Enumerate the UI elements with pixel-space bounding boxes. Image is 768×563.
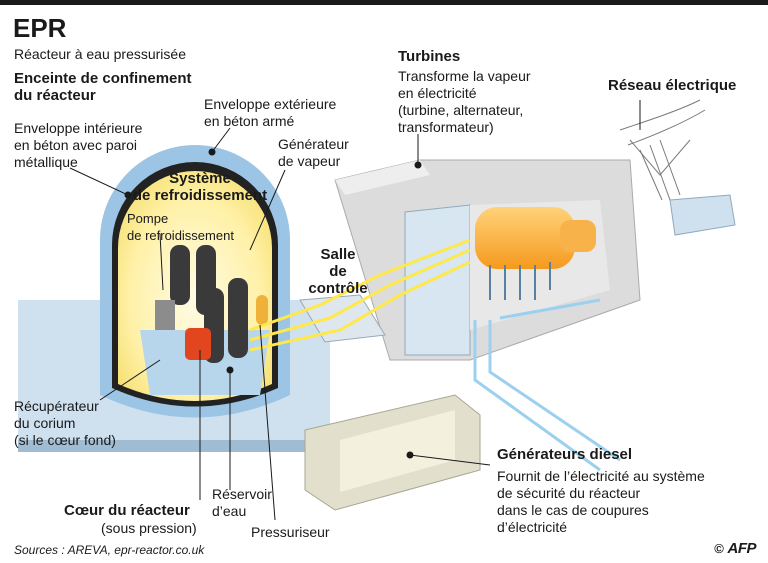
- diesel-desc-line: d’électricité: [497, 519, 568, 535]
- inner-shell-line: métallique: [14, 154, 78, 170]
- turbines-desc-line: Transforme la vapeur: [398, 68, 531, 84]
- water-pipes: [473, 298, 621, 472]
- cooling-pump-line: de refroidissement: [127, 228, 234, 243]
- afp-logo: AFP: [727, 540, 757, 557]
- turbine-icon: [475, 207, 596, 300]
- inner-shell-label: Enveloppe intérieure en béton avec paroi…: [14, 120, 142, 171]
- diesel-generator-box: [304, 394, 481, 511]
- control-room-line: de: [329, 263, 347, 280]
- grid-label: Réseau électrique: [608, 77, 737, 94]
- cooling-system-label: Système de refroidissement: [130, 170, 270, 204]
- corium-line: du corium: [14, 415, 76, 431]
- turbines-desc: Transforme la vapeur en électricité (tur…: [398, 68, 531, 136]
- control-room-label: Salle de contrôle: [300, 246, 376, 297]
- steam-generator-line: Générateur: [278, 136, 349, 152]
- diesel-desc-line: Fournit de l’électricité au système: [497, 468, 705, 484]
- turbines-desc-line: transformateur): [398, 119, 494, 135]
- steam-pipes: [249, 238, 471, 352]
- core-note: (sous pression): [101, 520, 197, 536]
- water-tank-line: d’eau: [212, 503, 247, 519]
- turbines-desc-line: (turbine, alternateur,: [398, 102, 524, 118]
- turbines-desc-line: en électricité: [398, 85, 477, 101]
- reactor-internals: [140, 245, 270, 395]
- corium-label: Récupérateur du corium (si le cœur fond): [14, 398, 116, 449]
- diesel-desc-line: de sécurité du réacteur: [497, 485, 641, 501]
- pressurizer-label: Pressuriseur: [251, 524, 330, 540]
- steam-generator-label: Générateur de vapeur: [278, 136, 349, 170]
- outer-shell-line: Enveloppe extérieure: [204, 96, 337, 112]
- containment-heading: Enceinte de confinement du réacteur: [14, 70, 192, 104]
- sources-note: Sources : AREVA, epr-reactor.co.uk: [14, 543, 205, 557]
- water-tank-label: Réservoir d’eau: [212, 486, 272, 520]
- steam-generator-line: de vapeur: [278, 153, 341, 169]
- turbines-heading: Turbines: [398, 48, 461, 65]
- corium-line: (si le cœur fond): [14, 432, 116, 448]
- inner-shell-line: en béton avec paroi: [14, 137, 137, 153]
- water-tank-line: Réservoir: [212, 486, 272, 502]
- grid-pylon-icon: [619, 99, 706, 201]
- containment-heading-line: Enceinte de confinement: [14, 70, 192, 87]
- inner-shell-line: Enveloppe intérieure: [14, 120, 143, 136]
- cooling-pump-label: Pompe de refroidissement: [127, 210, 234, 244]
- diesel-desc: Fournit de l’électricité au système de s…: [497, 468, 705, 536]
- diesel-heading: Générateurs diesel: [497, 446, 633, 463]
- transformer-box: [669, 194, 736, 236]
- page-title: EPR: [13, 13, 67, 43]
- containment-heading-line: du réacteur: [14, 87, 96, 104]
- copyright-symbol: ©: [714, 541, 724, 556]
- control-room-line: contrôle: [308, 280, 368, 297]
- core-heading: Cœur du réacteur: [64, 502, 190, 519]
- top-rule: [0, 0, 768, 5]
- leader-lines: [69, 100, 641, 521]
- afp-credit: © AFP: [714, 540, 756, 557]
- cooling-system-line: de refroidissement: [132, 187, 268, 204]
- outer-shell-line: en béton armé: [204, 113, 295, 129]
- control-room-line: Salle: [320, 246, 356, 263]
- outer-shell-label: Enveloppe extérieure en béton armé: [204, 96, 336, 130]
- page-subtitle: Réacteur à eau pressurisée: [14, 46, 186, 62]
- cooling-pump-line: Pompe: [127, 211, 169, 226]
- diesel-desc-line: dans le cas de coupures: [497, 502, 649, 518]
- corium-line: Récupérateur: [14, 398, 99, 414]
- cooling-system-line: Système: [169, 170, 231, 187]
